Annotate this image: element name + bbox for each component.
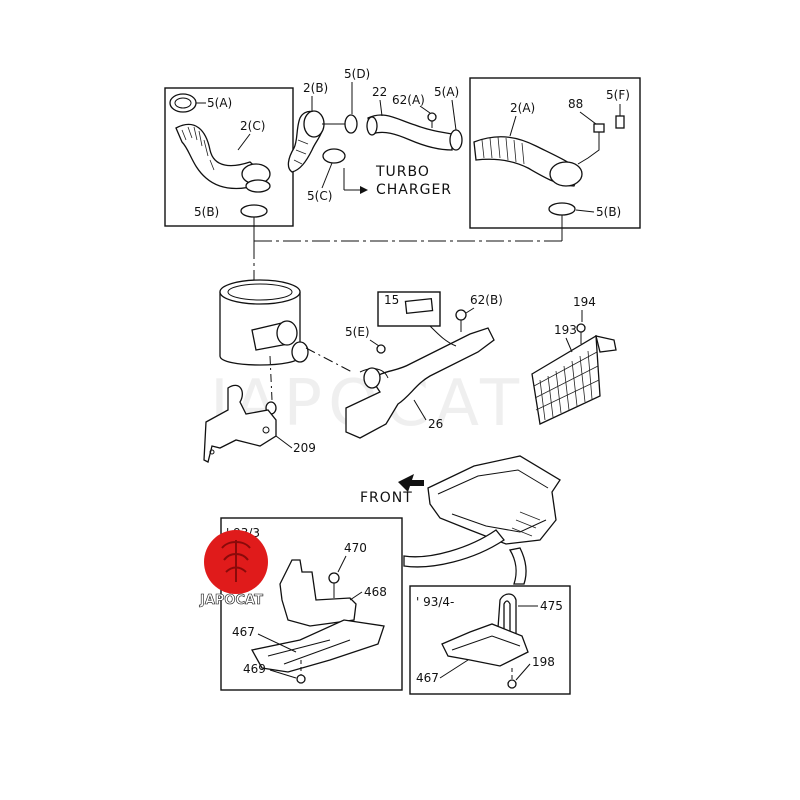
bolt-470 [328,572,340,584]
front-label: FRONT [360,490,413,506]
label-88: 88 [568,97,583,111]
front-arrow-icon [398,474,424,492]
label-5c: 5(C) [307,189,332,203]
label-467-left: 467 [232,625,255,639]
label-470: 470 [344,541,367,555]
bolt-469 [296,674,306,684]
swoosh-right [508,547,527,585]
bolt-62b [455,309,467,321]
part-15 [404,297,434,315]
grille-193 [531,334,601,425]
label-5b-right: 5(B) [596,205,621,219]
bracket-468 [279,559,357,627]
turbo-label-line2: CHARGER [376,182,452,198]
label-475: 475 [540,599,563,613]
clamp-5f [615,115,625,129]
label-26: 26 [428,417,443,431]
label-209: 209 [293,441,316,455]
label-193: 193 [554,323,577,337]
detail-box-15 [377,291,441,327]
logo-text: JAPOCAT [199,593,263,608]
clamp-5a-left [169,93,197,113]
label-62b: 62(B) [470,293,503,307]
label-198: 198 [532,655,555,669]
part-88 [593,123,605,133]
nut-198 [507,679,517,689]
japocat-logo: JAPOCAT [199,530,268,608]
label-5e: 5(E) [345,325,370,339]
label-22: 22 [372,85,387,99]
clamp-5c [322,148,346,164]
air-cleaner-clamp [291,341,309,363]
label-5d: 5(D) [344,67,370,81]
label-62a: 62(A) [392,93,425,107]
label-5a-mid: 5(A) [434,85,459,99]
clamp-5d [344,114,358,134]
part-62a [427,112,437,122]
variant-label-93-4: ' 93/4- [416,595,454,609]
detail-box-right [469,77,641,229]
label-5f: 5(F) [606,88,630,102]
label-2a: 2(A) [510,101,535,115]
clamp-5a-mid [449,129,463,151]
swoosh-left [403,529,505,568]
label-2c: 2(C) [240,119,265,133]
variant-box-93-3 [220,517,403,691]
screw-194 [576,323,586,333]
label-467-right: 467 [416,671,439,685]
label-15: 15 [384,293,399,307]
label-468: 468 [364,585,387,599]
variant-box-93-4 [409,585,571,695]
label-194: 194 [573,295,596,309]
label-2b: 2(B) [303,81,328,95]
turbo-label-line1: TURBO [375,164,430,180]
oil-pan [427,455,561,545]
clamp-5e [376,344,386,354]
clamp-5b-right [548,202,576,216]
bracket-209 [203,384,277,463]
label-5b-left: 5(B) [194,205,219,219]
clamp-5b-left [240,204,268,218]
cover-467-right [441,623,529,667]
cover-467-left [251,619,385,673]
label-469: 469 [243,662,266,676]
pipe-22 [367,114,453,151]
label-5a-left: 5(A) [207,96,232,110]
duct-26 [345,327,495,439]
